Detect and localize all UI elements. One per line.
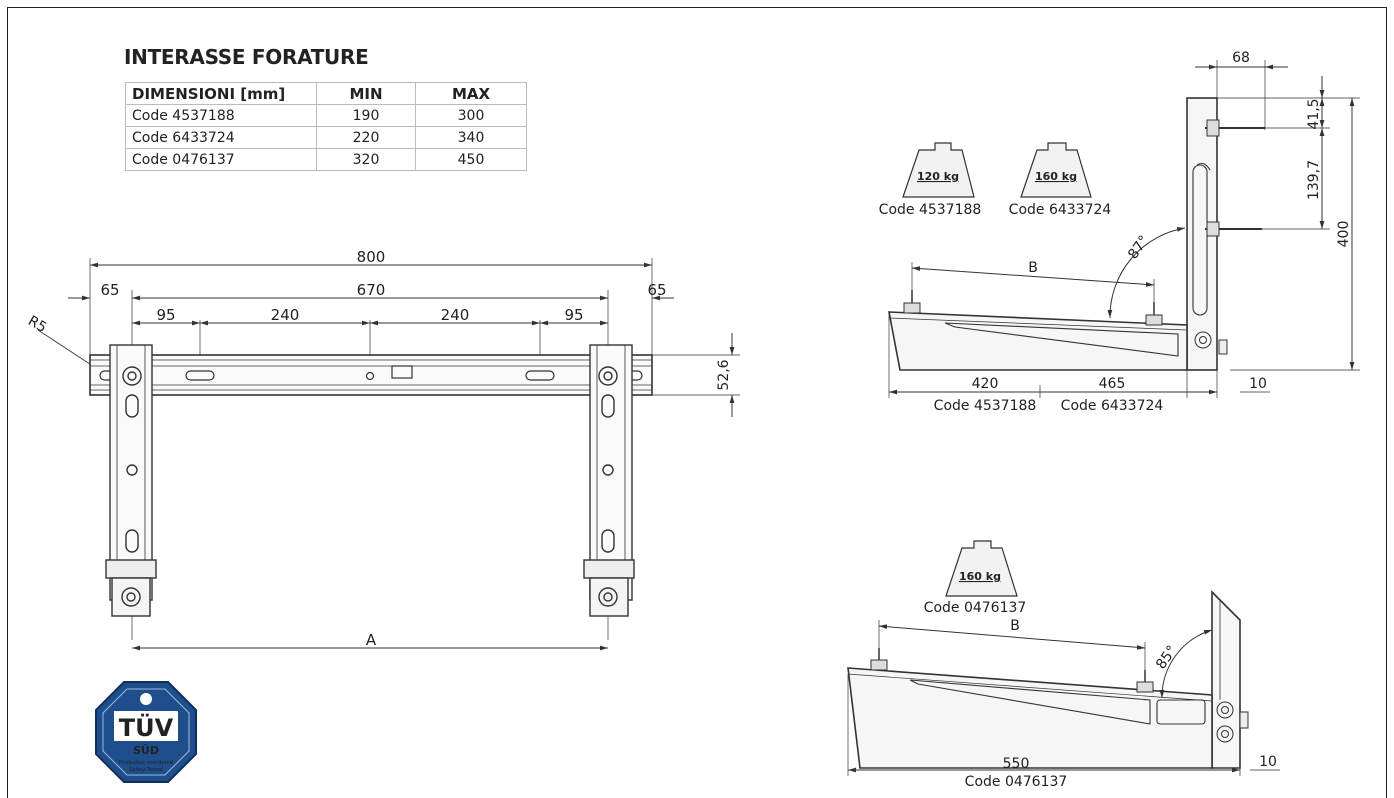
table-row: Code 4537188 190 300 bbox=[125, 104, 527, 127]
header-min: MIN bbox=[316, 82, 416, 105]
row-code: Code 4537188 bbox=[125, 104, 317, 127]
table-row: Code 0476137 320 450 bbox=[125, 148, 527, 171]
hole-spacing-table: DIMENSIONI [mm] MIN MAX Code 4537188 190… bbox=[125, 82, 527, 171]
dim-a-label: A bbox=[366, 631, 377, 649]
side-view-bottom bbox=[847, 540, 1280, 776]
load-160-bottom-label: 160 kg bbox=[959, 570, 1001, 583]
horizontal-rail bbox=[89, 354, 653, 396]
len-420-label: 420 bbox=[972, 376, 999, 392]
load-weight-160 bbox=[1020, 142, 1092, 198]
header-max: MAX bbox=[415, 82, 527, 105]
row-min: 320 bbox=[316, 148, 416, 171]
dim-b-bottom-label: B bbox=[1010, 618, 1020, 634]
dim-400-label: 400 bbox=[1336, 221, 1352, 248]
dim-65-left-label: 65 bbox=[100, 281, 119, 299]
load-120-label: 120 kg bbox=[917, 170, 959, 183]
drawing-frame bbox=[7, 7, 1387, 798]
tuv-brand-text: TÜV bbox=[119, 712, 174, 742]
table-header-row: DIMENSIONI [mm] MIN MAX bbox=[125, 82, 527, 105]
header-dimensions: DIMENSIONI [mm] bbox=[125, 82, 317, 105]
dim-95-left-label: 95 bbox=[156, 306, 175, 324]
angle-label: 87° bbox=[1125, 233, 1152, 263]
angle-bottom-label: 85° bbox=[1153, 643, 1180, 673]
dim-65-right-label: 65 bbox=[647, 281, 666, 299]
tuv-sud-badge: TÜV SÜD Production monitored Safety Test… bbox=[95, 681, 197, 783]
dim-10-bottom-label: 10 bbox=[1259, 754, 1277, 770]
left-bracket-leg bbox=[105, 344, 157, 640]
dim-b-label: B bbox=[1028, 260, 1038, 276]
load-160-label: 160 kg bbox=[1035, 170, 1077, 183]
dim-41-5-label: 41,5 bbox=[1306, 98, 1322, 129]
tuv-caption-2: Safety Tested bbox=[129, 767, 163, 773]
row-max: 450 bbox=[415, 148, 527, 171]
tuv-sub-text: SÜD bbox=[133, 743, 159, 757]
load-weight-120 bbox=[902, 142, 975, 198]
radius-label: R5 bbox=[25, 313, 49, 336]
load-160-code: Code 6433724 bbox=[1009, 202, 1112, 218]
dim-68-label: 68 bbox=[1232, 50, 1250, 66]
dim-95-right-label: 95 bbox=[564, 306, 583, 324]
dim-800-label: 800 bbox=[357, 248, 386, 266]
tuv-caption-1: Production monitored bbox=[119, 760, 173, 766]
support-arm bbox=[888, 311, 1188, 371]
load-weight-160-bottom bbox=[945, 540, 1018, 597]
dim-139-7-label: 139,7 bbox=[1306, 160, 1322, 200]
len-465-code: Code 6433724 bbox=[1061, 398, 1164, 414]
len-550-code: Code 0476137 bbox=[965, 774, 1068, 790]
dim-10-label: 10 bbox=[1249, 376, 1267, 392]
row-min: 190 bbox=[316, 104, 416, 127]
load-160-bottom-code: Code 0476137 bbox=[924, 600, 1027, 616]
dim-240-right-label: 240 bbox=[441, 306, 470, 324]
len-465-label: 465 bbox=[1099, 376, 1126, 392]
dim-240-left-label: 240 bbox=[271, 306, 300, 324]
table-row: Code 6433724 220 340 bbox=[125, 126, 527, 149]
load-120-code: Code 4537188 bbox=[879, 202, 982, 218]
dim-670-label: 670 bbox=[357, 281, 386, 299]
front-view bbox=[37, 258, 740, 651]
side-view-top bbox=[888, 60, 1360, 398]
len-420-code: Code 4537188 bbox=[934, 398, 1037, 414]
right-bracket-leg bbox=[583, 344, 635, 640]
row-code: Code 0476137 bbox=[125, 148, 317, 171]
len-550-label: 550 bbox=[1003, 756, 1030, 772]
dim-height-label: 52,6 bbox=[716, 359, 732, 390]
table-title: INTERASSE FORATURE bbox=[124, 45, 369, 69]
